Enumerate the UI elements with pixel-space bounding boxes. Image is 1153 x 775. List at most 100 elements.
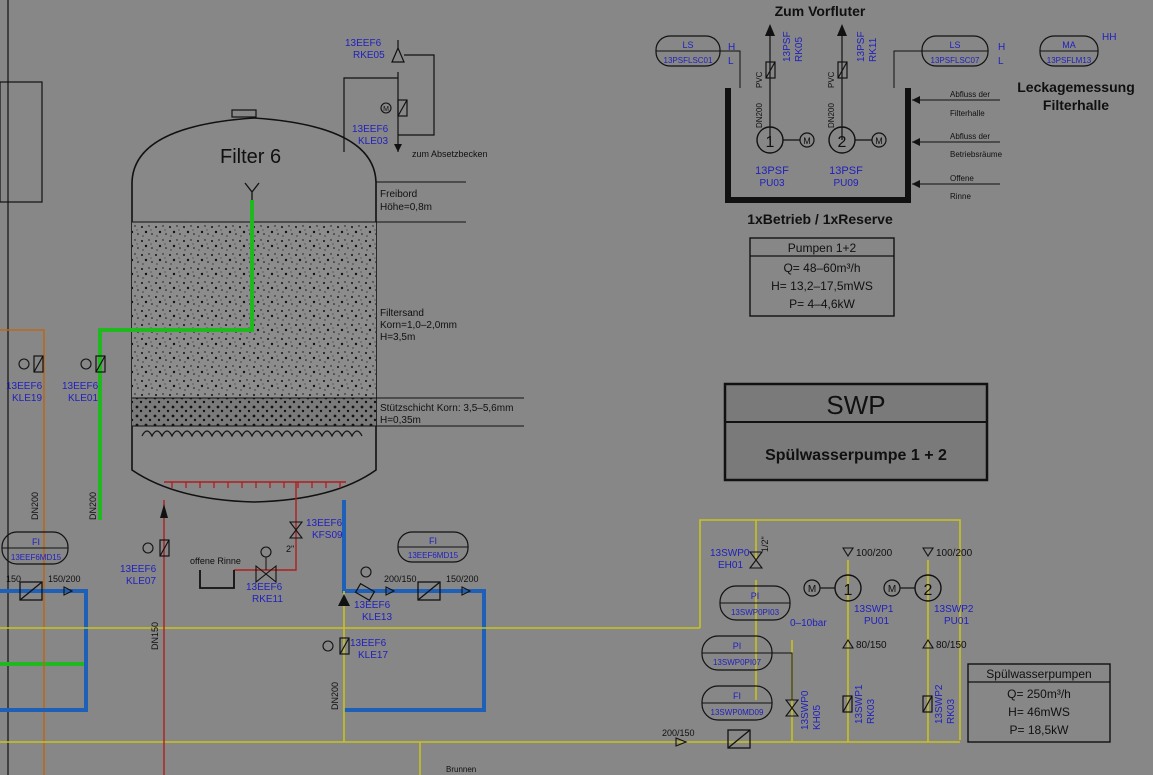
fi-mid-size-a: 200/150 [384,574,417,584]
fi-left-id: 13EEF6MD15 [11,553,62,562]
pvc-left: PVC [755,71,764,88]
size-2-inch: 2" [286,544,294,554]
swp-spec-box [967,663,1111,743]
eh01-id: EH01 [718,560,743,571]
size-half-inch: 1/2" [760,536,770,552]
sand-label: Filtersand [380,308,424,319]
swp-spec-title: Spülwasserpumpen [986,667,1091,681]
ma-id: 13PSFLM13 [1047,56,1092,65]
ma-tag: MA [1062,40,1076,50]
rk11-tag: 13PSF [856,31,867,62]
well-label: Brunnen [446,765,476,774]
sump-motor1: M [803,136,811,146]
pi107-tag: PI [733,641,742,651]
sump-motor2: M [875,136,883,146]
ls-left-h: H [728,42,735,53]
rke05-id: RKE05 [353,50,385,61]
swp-title: SWP [826,390,885,420]
inflow3-b: Rinne [950,192,971,201]
kle13-id: KLE13 [362,612,392,623]
ma-hh: HH [1102,32,1116,43]
size-200-150: 200/150 [662,728,695,738]
ls-left-l: L [728,56,734,67]
fi09-id: 13SWP0MD09 [711,708,764,717]
kfs09-tag: 13EEF6 [306,518,343,529]
fi-mid-size-b: 150/200 [446,574,479,584]
green-pipe-vertical [98,200,254,520]
pump-spec-p: P= 4–4,6kW [789,297,855,311]
to-settling-basin: zum Absetzbecken [412,149,488,159]
pump-spec-box [749,237,895,317]
swp1-bot-size: 80/150 [856,640,887,651]
swp-motor1: M [808,584,816,595]
kh05-tag: 13SWP0 [800,690,811,730]
fi-mid-tag: FI [429,536,437,546]
kle07-id: KLE07 [126,576,156,587]
swp-pump-group: 13SWP0 EH01 1/2" PI 13SWP0PI03 0–10bar P… [662,536,1111,749]
kle19-id: KLE19 [12,393,42,404]
sand-grain: Korn=1,0–2,0mm [380,320,457,331]
rk11-id: RK11 [868,37,879,62]
swp2-pu-id: PU01 [944,616,969,627]
pu03-id: PU03 [759,178,784,189]
yellow-pipes [0,519,961,775]
swp1-rk-id: RK03 [866,699,877,724]
eh01-tag: 13SWP0 [710,548,750,559]
fi-left-tag: FI [32,537,40,547]
rke05-tag: 13EEF6 [345,38,382,49]
fi-left-size-b: 150/200 [48,574,81,584]
left-equipment-box [0,81,43,203]
swp-pump2-number: 2 [924,582,933,599]
ls-right-h: H [998,42,1005,53]
bottom-valves: 13EEF6 KLE07 DN150 offene Rinne 13EEF6 R… [120,504,479,710]
swp-spec-h: H= 46mWS [1008,705,1070,719]
orange-pipe [0,329,45,775]
swp-title-box: SWP Spülwasserpumpe 1 + 2 [723,382,989,482]
filter-title: Filter 6 [220,146,281,168]
swp2-rk-id: RK03 [946,699,957,724]
kle03-id: KLE03 [358,136,388,147]
swp1-rk-tag: 13SWP1 [854,684,865,724]
rk05-id: RK05 [794,37,805,62]
ls-right-id: 13PSFLSC07 [931,56,980,65]
swp1-pu-id: PU01 [864,616,889,627]
freebord-label: Freibord [380,189,417,200]
kle17-id: KLE17 [358,650,388,661]
ls-right-tag: LS [949,40,960,50]
red-pipe-drain [234,482,297,571]
dn200-sump-left: DN200 [755,103,764,128]
sump-pump-station: Zum Vorfluter 13PSF RK05 13PSF RK11 PVC … [655,3,1135,317]
ls-left-id: 13PSFLSC01 [664,56,713,65]
left-valves: 13EEF6 KLE19 13EEF6 KLE01 DN200 DN200 FI… [1,355,106,601]
fi-mid-id: 13EEF6MD15 [408,551,459,560]
freebord-height: Höhe=0,8m [380,202,432,213]
fi09-tag: FI [733,691,741,701]
swp-spec-q: Q= 250m³/h [1007,687,1071,701]
pu09-tag: 13PSF [829,165,863,177]
kle17-tag: 13EEF6 [350,638,387,649]
kle13-tag: 13EEF6 [354,600,391,611]
support-label: Stützschicht Korn: 3,5–5,6mm [380,403,513,414]
swp1-pu-tag: 13SWP1 [854,604,894,615]
support-height: H=0,35m [380,415,421,426]
pump-spec-q: Q= 48–60m³/h [783,261,860,275]
swp2-rk-tag: 13SWP2 [934,684,945,724]
fi-left-size-a: 150 [6,574,21,584]
rke11-id: RKE11 [252,594,283,605]
dn200-bottom: DN200 [330,682,340,710]
pi103-id: 13SWP0PI03 [731,608,780,617]
pvc-right: PVC [827,71,836,88]
pi103-tag: PI [751,591,760,601]
pu03-tag: 13PSF [755,165,789,177]
blue-pipe-left [0,589,88,712]
pu09-id: PU09 [833,178,858,189]
inflow2-b: Betriebsräume [950,150,1003,159]
rk05-tag: 13PSF [782,31,793,62]
kle07-tag: 13EEF6 [120,564,157,575]
kle01-tag: 13EEF6 [62,381,99,392]
filter-layer-annotations: Freibord Höhe=0,8m Filtersand Korn=1,0–2… [376,181,524,427]
inflow2-a: Abfluss der [950,132,990,141]
top-outlet-valves: M 13EEF6 RKE05 13EEF6 KLE03 zum Absetzbe… [343,38,488,159]
